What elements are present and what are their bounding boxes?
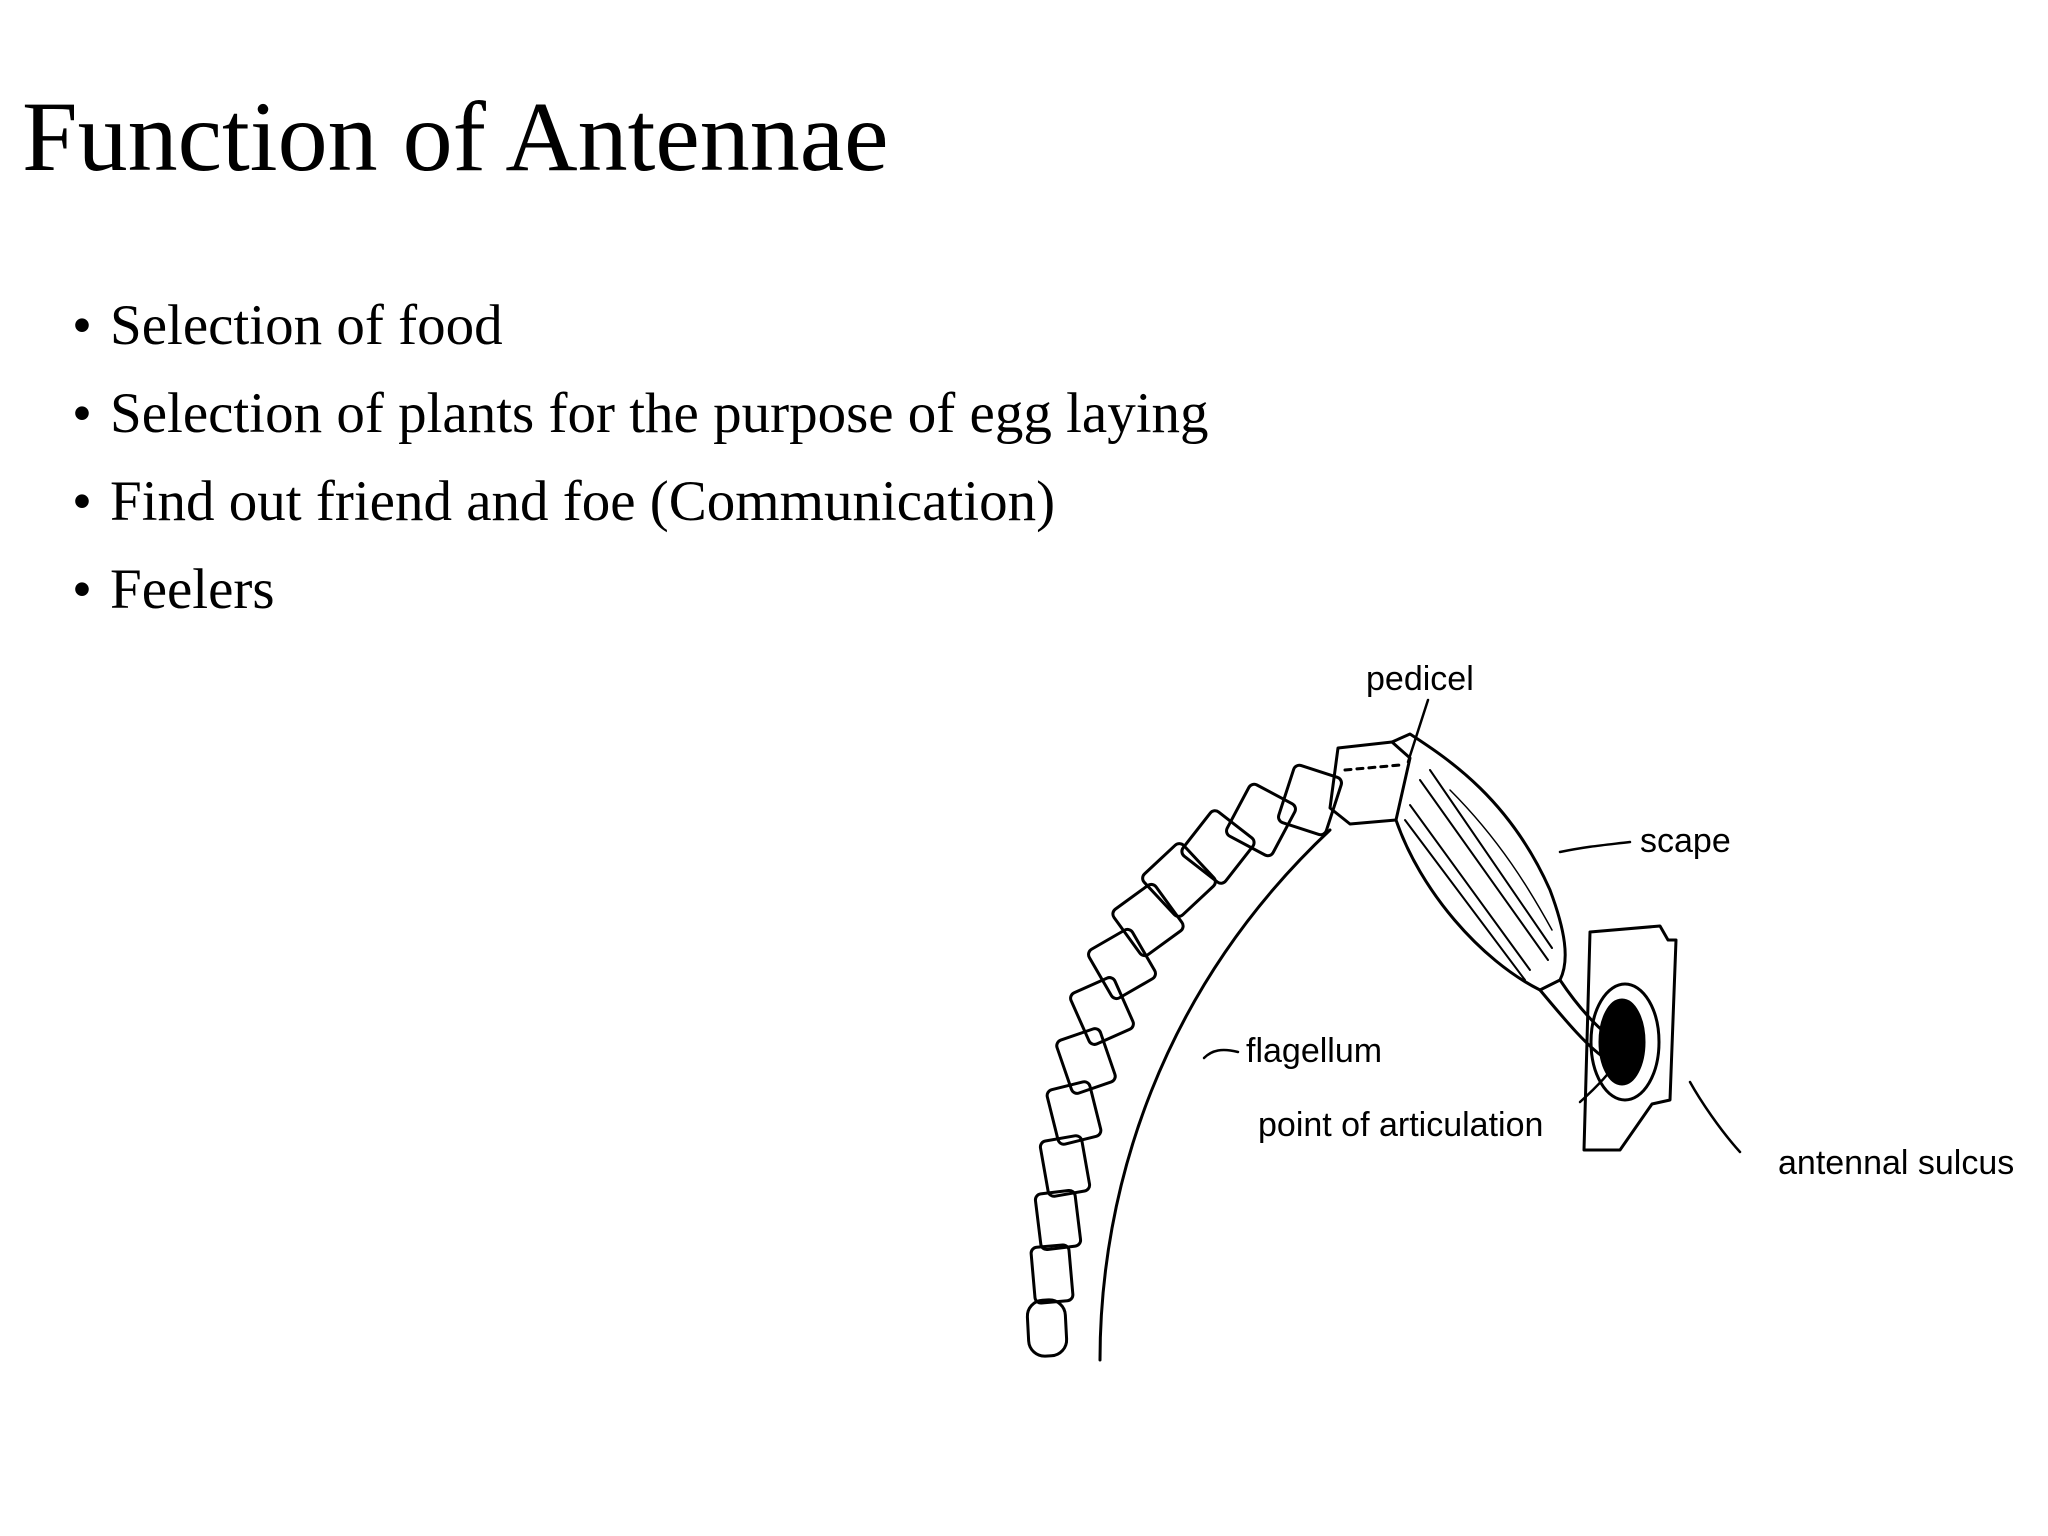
label-scape: scape [1640, 822, 1731, 860]
flagellum-segments [1025, 763, 1343, 1358]
bullet-icon: • [72, 470, 92, 533]
bullet-item: • Selection of food [72, 282, 1209, 370]
bullet-text: Selection of food [110, 294, 503, 357]
bullet-item: • Feelers [72, 546, 1209, 634]
slide-title: Function of Antennae [22, 81, 889, 192]
label-flagellum: flagellum [1246, 1032, 1382, 1070]
antennal-sulcus-ring [1589, 982, 1661, 1102]
antenna-diagram: pedicel scape flagellum point of articul… [1000, 630, 2048, 1410]
head-plate [1582, 924, 1678, 1152]
bullet-item: • Find out friend and foe (Communication) [72, 458, 1209, 546]
bullet-text: Find out friend and foe (Communication) [110, 470, 1056, 533]
bullet-list: • Selection of food • Selection of plants … [72, 282, 1209, 634]
bullet-text: Selection of plants for the purpose of e… [110, 382, 1209, 445]
flagellum-inner-curve [1098, 828, 1332, 1362]
bullet-text: Feelers [110, 558, 275, 621]
point-of-articulation-socket [1598, 998, 1646, 1086]
antenna-illustration: pedicel scape flagellum point of articul… [1025, 660, 2014, 1362]
label-point-of-articulation: point of articulation [1258, 1106, 1543, 1144]
bullet-icon: • [72, 558, 92, 621]
bullet-icon: • [72, 294, 92, 357]
bullet-item: • Selection of plants for the purpose of … [72, 370, 1209, 458]
scape-shape [1390, 732, 1567, 992]
label-antennal-sulcus: antennal sulcus [1778, 1144, 2014, 1182]
label-pedicel: pedicel [1366, 660, 1474, 698]
bullet-icon: • [72, 382, 92, 445]
